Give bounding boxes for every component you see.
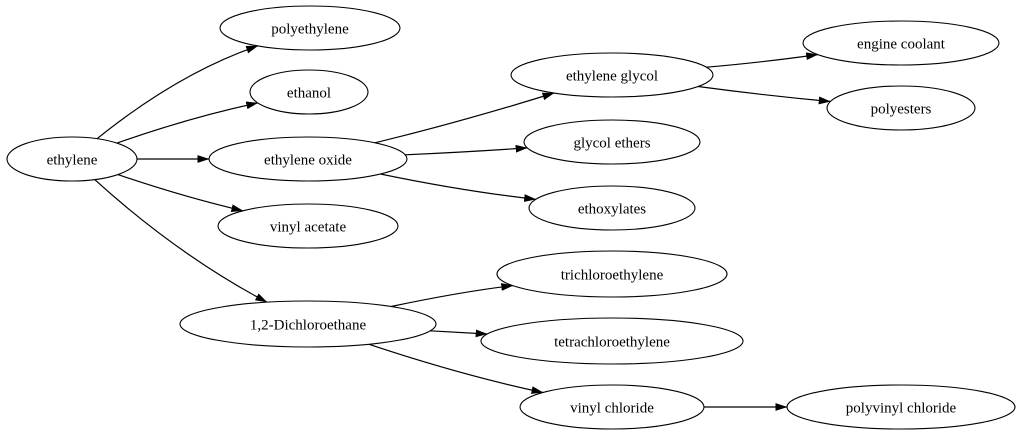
node-engine_coolant: engine coolant (802, 20, 1000, 66)
edge-dichloroethane-to-trichloroethylene (390, 283, 514, 308)
node-ellipse-ethylene_glycol (510, 52, 714, 98)
node-ellipse-polyethylene (219, 5, 401, 51)
node-label-vinyl_acetate: vinyl acetate (270, 219, 347, 235)
node-label-vinyl_chloride: vinyl chloride (570, 400, 654, 416)
edge-ethylene-to-polyethylene (96, 45, 259, 140)
node-label-ethylene_glycol: ethylene glycol (566, 68, 658, 84)
node-ellipse-ethylene (6, 136, 138, 182)
node-ellipse-dichloroethane (179, 300, 437, 348)
node-ellipse-vinyl_chloride (519, 384, 705, 430)
edge-ethylene_oxide-to-ethylene_glycol (374, 92, 555, 144)
node-glycol_ethers: glycol ethers (523, 119, 701, 165)
node-label-tetrachloroethylene: tetrachloroethylene (554, 334, 670, 350)
node-ellipse-ethoxylates (528, 185, 696, 231)
node-ethoxylates: ethoxylates (528, 185, 696, 231)
node-label-dichloroethane: 1,2-Dichloroethane (250, 317, 367, 333)
edge-dichloroethane-to-tetrachloroethylene (430, 329, 488, 338)
edge-ethylene_oxide-to-glycol_ethers (405, 144, 528, 156)
edges-layer (94, 45, 831, 411)
node-polyesters: polyesters (826, 85, 976, 131)
node-ellipse-vinyl_acetate (217, 203, 399, 249)
node-label-polyvinyl_chloride: polyvinyl chloride (846, 400, 957, 416)
nodes-layer: ethylene polyethylene ethanol ethylene oxid… (6, 5, 1016, 430)
node-ellipse-engine_coolant (802, 20, 1000, 66)
edge-ethylene-to-vinyl_acetate (117, 174, 244, 212)
node-label-ethylene: ethylene (47, 152, 98, 168)
node-polyvinyl_chloride: polyvinyl chloride (786, 384, 1016, 430)
node-ellipse-polyvinyl_chloride (786, 384, 1016, 430)
node-ellipse-polyesters (826, 85, 976, 131)
node-label-trichloroethylene: trichloroethylene (561, 267, 664, 283)
node-ellipse-ethylene_oxide (208, 136, 408, 182)
node-ellipse-tetrachloroethylene (480, 317, 744, 365)
node-ellipse-ethanol (249, 69, 369, 115)
node-label-engine_coolant: engine coolant (857, 36, 946, 52)
node-trichloroethylene: trichloroethylene (496, 250, 728, 298)
node-label-ethoxylates: ethoxylates (578, 201, 646, 217)
node-vinyl_acetate: vinyl acetate (217, 203, 399, 249)
node-label-ethylene_oxide: ethylene oxide (264, 152, 352, 168)
node-ethylene_oxide: ethylene oxide (208, 136, 408, 182)
node-label-glycol_ethers: glycol ethers (573, 135, 650, 151)
edge-ethylene-to-ethanol (116, 101, 259, 144)
node-label-polyesters: polyesters (871, 101, 932, 117)
node-ethanol: ethanol (249, 69, 369, 115)
edge-dichloroethane-to-vinyl_chloride (368, 343, 544, 394)
node-label-ethanol: ethanol (287, 85, 331, 101)
node-tetrachloroethylene: tetrachloroethylene (480, 317, 744, 365)
node-ethylene_glycol: ethylene glycol (510, 52, 714, 98)
edge-ethylene_glycol-to-polyesters (698, 85, 831, 105)
edge-ethylene_glycol-to-engine_coolant (706, 52, 819, 68)
node-vinyl_chloride: vinyl chloride (519, 384, 705, 430)
edge-ethylene-to-dichloroethane (94, 179, 268, 303)
node-dichloroethane: 1,2-Dichloroethane (179, 300, 437, 348)
node-ethylene: ethylene (6, 136, 138, 182)
edge-ethylene_oxide-to-ethoxylates (380, 173, 537, 202)
node-polyethylene: polyethylene (219, 5, 401, 51)
node-label-polyethylene: polyethylene (271, 21, 349, 37)
node-ellipse-glycol_ethers (523, 119, 701, 165)
node-ellipse-trichloroethylene (496, 250, 728, 298)
